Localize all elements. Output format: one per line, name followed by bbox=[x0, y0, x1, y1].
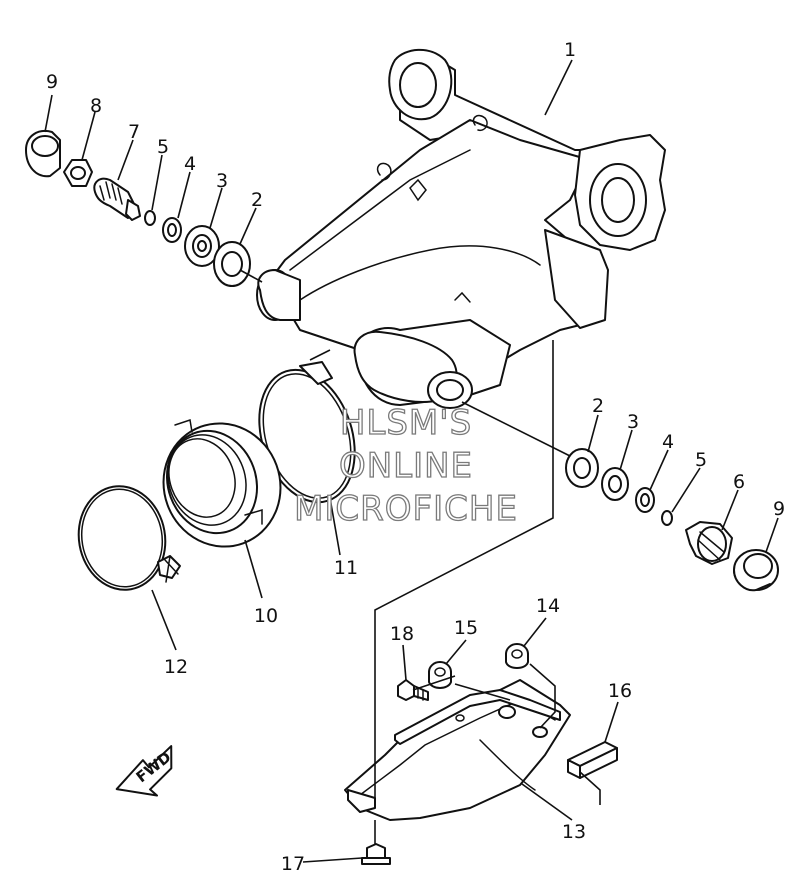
callout-labels: 1 9 8 7 5 4 3 2 2 3 4 5 6 9 11 10 12 14 … bbox=[46, 39, 785, 875]
callout-5-right: 5 bbox=[695, 449, 707, 471]
drive-boot bbox=[162, 419, 282, 548]
rubber-block bbox=[567, 741, 618, 779]
callout-5-left: 5 bbox=[157, 136, 169, 158]
callout-18: 18 bbox=[390, 623, 414, 645]
callout-17: 17 bbox=[281, 853, 305, 875]
watermark-line-2: ONLINE bbox=[339, 446, 473, 486]
callout-13: 13 bbox=[562, 821, 586, 843]
callout-10: 10 bbox=[254, 605, 278, 627]
callout-9-right: 9 bbox=[773, 498, 785, 520]
damper-14 bbox=[505, 643, 529, 669]
oring-right bbox=[661, 510, 673, 526]
rear-arm-cover bbox=[344, 679, 571, 821]
oring-left bbox=[144, 210, 156, 226]
boot-band-small bbox=[77, 485, 181, 591]
seal-right bbox=[565, 448, 599, 488]
watermark: HLSM'S ONLINE MICROFICHE bbox=[293, 402, 518, 529]
flange-bolt-17 bbox=[361, 843, 391, 865]
pivot-shaft-left bbox=[93, 177, 141, 221]
callout-7: 7 bbox=[128, 121, 140, 143]
cap-right bbox=[733, 549, 779, 592]
rear-arm bbox=[256, 48, 666, 409]
bearing-left bbox=[184, 225, 220, 267]
collar-right bbox=[635, 487, 655, 513]
callout-9-left: 9 bbox=[46, 71, 58, 93]
seal-left bbox=[213, 241, 251, 287]
callout-8: 8 bbox=[90, 95, 102, 117]
collar-left bbox=[162, 217, 182, 243]
pivot-shaft-right bbox=[685, 521, 733, 565]
bearing-right bbox=[601, 467, 629, 501]
leader-lines bbox=[44, 59, 779, 863]
callout-1: 1 bbox=[564, 39, 576, 61]
callout-4-right: 4 bbox=[662, 431, 674, 453]
damper-15 bbox=[428, 661, 452, 689]
callout-2-right: 2 bbox=[592, 395, 604, 417]
callout-3-right: 3 bbox=[627, 411, 639, 433]
callout-16: 16 bbox=[608, 680, 632, 702]
callout-6: 6 bbox=[733, 471, 745, 493]
callout-4-left: 4 bbox=[184, 153, 196, 175]
callout-11: 11 bbox=[334, 557, 358, 579]
callout-3-left: 3 bbox=[216, 170, 228, 192]
watermark-line-3: MICROFICHE bbox=[294, 489, 518, 529]
callout-12: 12 bbox=[164, 656, 188, 678]
callout-2-left: 2 bbox=[251, 189, 263, 211]
left-bearing-stack bbox=[25, 130, 251, 287]
callout-15: 15 bbox=[454, 617, 478, 639]
watermark-line-1: HLSM'S bbox=[340, 403, 472, 443]
right-bearing-stack bbox=[565, 448, 779, 592]
callout-14: 14 bbox=[536, 595, 560, 617]
fwd-arrow: FWD bbox=[115, 745, 175, 797]
